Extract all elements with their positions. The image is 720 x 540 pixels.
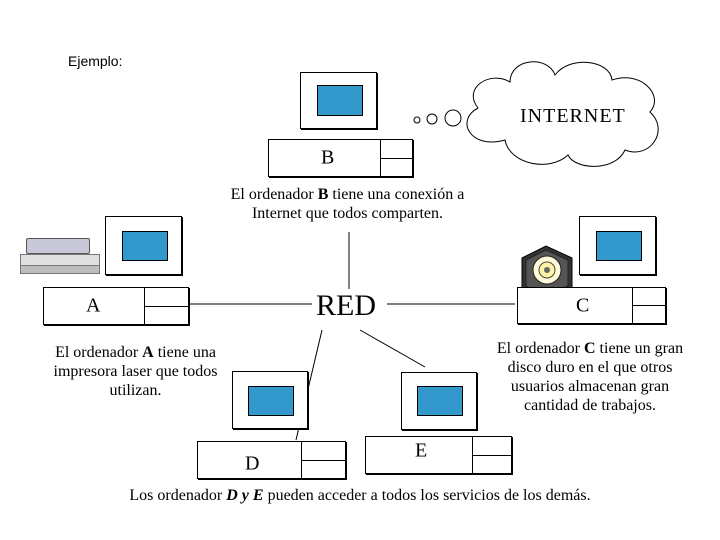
computer-c-monitor (579, 216, 656, 275)
printer-icon (18, 236, 100, 274)
computer-c-base: C (517, 287, 666, 324)
computer-a-label: A (86, 294, 101, 317)
computer-d-label: D (245, 452, 260, 475)
drive-slot (301, 460, 345, 461)
computer-e-monitor (401, 372, 477, 430)
monitor-screen (417, 386, 463, 416)
bubble-small (413, 116, 421, 124)
computer-c-label: C (576, 294, 590, 316)
description-c: El ordenador C tiene un gran disco duro … (496, 340, 684, 414)
drive-slot (632, 305, 665, 306)
link-red-e (359, 329, 426, 368)
network-label: RED (316, 289, 376, 322)
computer-e-label: E (415, 439, 428, 462)
drive-slot (472, 455, 511, 456)
computer-b-monitor (300, 72, 377, 129)
computer-d-monitor (232, 371, 308, 429)
internet-label: INTERNET (520, 105, 626, 127)
computer-a-monitor (105, 216, 182, 275)
monitor-screen (317, 85, 363, 116)
cloud-icon (466, 61, 659, 167)
monitor-screen (596, 231, 642, 261)
bubble-large (444, 109, 462, 127)
computer-b-base: B (268, 139, 413, 177)
computer-a-base: A (43, 287, 189, 325)
example-label: Ejemplo: (68, 53, 123, 69)
computer-e-base: E (365, 436, 512, 474)
monitor-screen (248, 386, 294, 416)
description-a: El ordenador A tiene una impresora laser… (53, 344, 218, 399)
hard-disk-icon (516, 244, 578, 302)
monitor-screen (122, 231, 168, 261)
description-b: El ordenador B tiene una conexión a Inte… (230, 186, 465, 222)
description-de: Los ordenador D y E pueden acceder a tod… (129, 487, 591, 504)
drive-slot (380, 158, 412, 159)
bubble-medium (426, 113, 438, 125)
computer-d-base: D (197, 441, 346, 479)
computer-b-label: B (321, 146, 335, 169)
drive-slot (144, 306, 188, 307)
